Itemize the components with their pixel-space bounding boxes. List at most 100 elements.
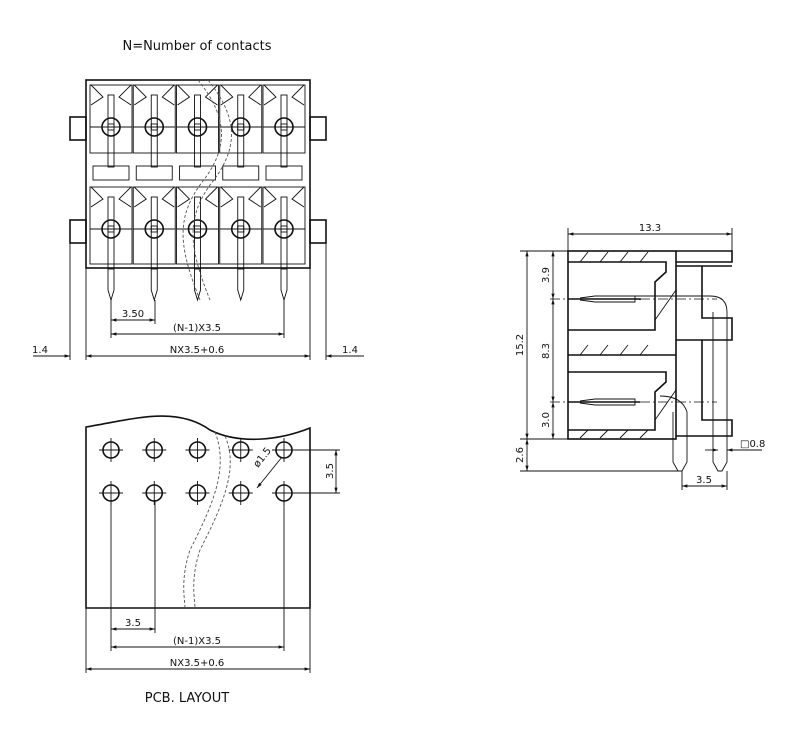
contact-cell — [132, 84, 176, 154]
pcb-hole — [228, 481, 253, 505]
dim-right: 1.4 — [342, 345, 358, 356]
latch-icon — [220, 186, 262, 208]
contact-stem — [280, 94, 288, 168]
contact-position — [132, 84, 176, 302]
side-body-outline — [567, 250, 677, 440]
dim-row: 3.5 — [325, 463, 336, 479]
contact-stem — [194, 196, 201, 270]
screw-slot-icon — [280, 225, 288, 233]
contact-cell — [219, 186, 263, 265]
dim-pin-size: □0.8 — [740, 439, 765, 450]
latch-icon — [263, 186, 305, 208]
screw-slot-icon — [107, 123, 115, 131]
pin-top-row — [635, 295, 728, 472]
dim-mid: 8.3 — [541, 343, 552, 359]
pin — [194, 268, 201, 302]
pcb-layout: ø1.5 3.5 3.5 (N-1)X3.5 NX3.5+0.6 PCB. LA… — [85, 415, 340, 706]
screw-slot-icon — [150, 123, 158, 131]
right-tab-bottom — [309, 219, 327, 244]
latch-icon — [177, 84, 218, 106]
dim-pin-length: 2.6 — [515, 447, 526, 463]
pcb-hole — [185, 438, 210, 462]
contact-position — [219, 84, 263, 302]
pin — [150, 268, 158, 302]
contact-stem — [194, 94, 201, 168]
dim-total: NX3.5+0.6 — [170, 345, 225, 356]
window-slot — [135, 165, 173, 181]
screw-slot-icon — [107, 225, 115, 233]
latch-icon — [90, 84, 132, 106]
latch-icon — [133, 84, 175, 106]
contact-stem — [107, 94, 115, 168]
break-line — [192, 79, 232, 301]
screw-slot-icon — [280, 123, 288, 131]
window-slot — [92, 165, 130, 181]
screw-icon — [230, 219, 251, 239]
window-slot — [265, 165, 303, 181]
pcb-dim-total: NX3.5+0.6 — [170, 658, 225, 669]
latch-icon — [90, 186, 132, 208]
contact-position — [262, 84, 306, 302]
pcb-dim-pitch: 3.5 — [125, 618, 141, 629]
contact-stem — [237, 196, 245, 270]
dim-left: 1.4 — [32, 345, 48, 356]
left-tab-bottom — [69, 219, 87, 244]
latch-icon — [263, 84, 305, 106]
pcb-hole — [228, 438, 253, 462]
contact-stem — [237, 94, 245, 168]
drawing-title: N=Number of contacts — [122, 39, 271, 54]
dim-pin-pitch: 3.5 — [696, 475, 712, 486]
dim-hole: ø1.5 — [252, 446, 274, 470]
dim-height: 15.2 — [515, 334, 526, 356]
contact-stem — [280, 196, 288, 270]
dim-depth: 13.3 — [639, 223, 661, 234]
screw-icon — [144, 117, 165, 137]
left-tab-top — [69, 116, 87, 141]
screw-icon — [101, 117, 121, 137]
dim-bottom: 3.0 — [541, 412, 552, 428]
latch-icon — [220, 84, 262, 106]
contact-cell — [89, 186, 133, 265]
window-slot — [179, 165, 216, 181]
screw-icon — [274, 219, 294, 239]
contact-stem — [150, 196, 158, 270]
contact-cell — [176, 186, 219, 265]
front-body-outline — [85, 79, 311, 269]
contact-stem — [107, 196, 115, 270]
pin — [280, 268, 288, 302]
screw-slot-icon — [194, 225, 201, 233]
screw-icon — [187, 117, 208, 137]
screw-icon — [101, 219, 121, 239]
break-line — [182, 79, 222, 301]
pcb-dim-span: (N-1)X3.5 — [173, 636, 221, 647]
contact-cell — [89, 84, 133, 154]
screw-slot-icon — [194, 123, 201, 131]
right-tab-top — [309, 116, 327, 141]
contact-cell — [176, 84, 219, 154]
pcb-hole — [142, 481, 167, 505]
latch-icon — [177, 186, 218, 208]
contact-position — [176, 84, 219, 302]
pin — [107, 268, 115, 302]
contact-cell — [219, 84, 263, 154]
pcb-hole — [142, 438, 167, 462]
pcb-hole — [185, 481, 210, 505]
screw-icon — [230, 117, 251, 137]
screw-slot-icon — [237, 123, 245, 131]
front-view: 3.50 (N-1)X3.5 NX3.5+0.6 1.4 1.4 — [32, 79, 364, 360]
dim-top: 3.9 — [541, 267, 552, 283]
pcb-hole — [99, 438, 123, 462]
latch-icon — [133, 186, 175, 208]
dim-span: (N-1)X3.5 — [173, 323, 221, 334]
dim-pitch: 3.50 — [122, 309, 144, 320]
pcb-layout-label: PCB. LAYOUT — [145, 691, 230, 706]
pcb-outline — [85, 415, 311, 609]
screw-slot-icon — [237, 225, 245, 233]
pin — [237, 268, 245, 302]
contact-position — [89, 84, 133, 302]
window-slot — [222, 165, 260, 181]
contact-cell — [262, 84, 306, 154]
screw-icon — [274, 117, 294, 137]
screw-icon — [187, 219, 208, 239]
